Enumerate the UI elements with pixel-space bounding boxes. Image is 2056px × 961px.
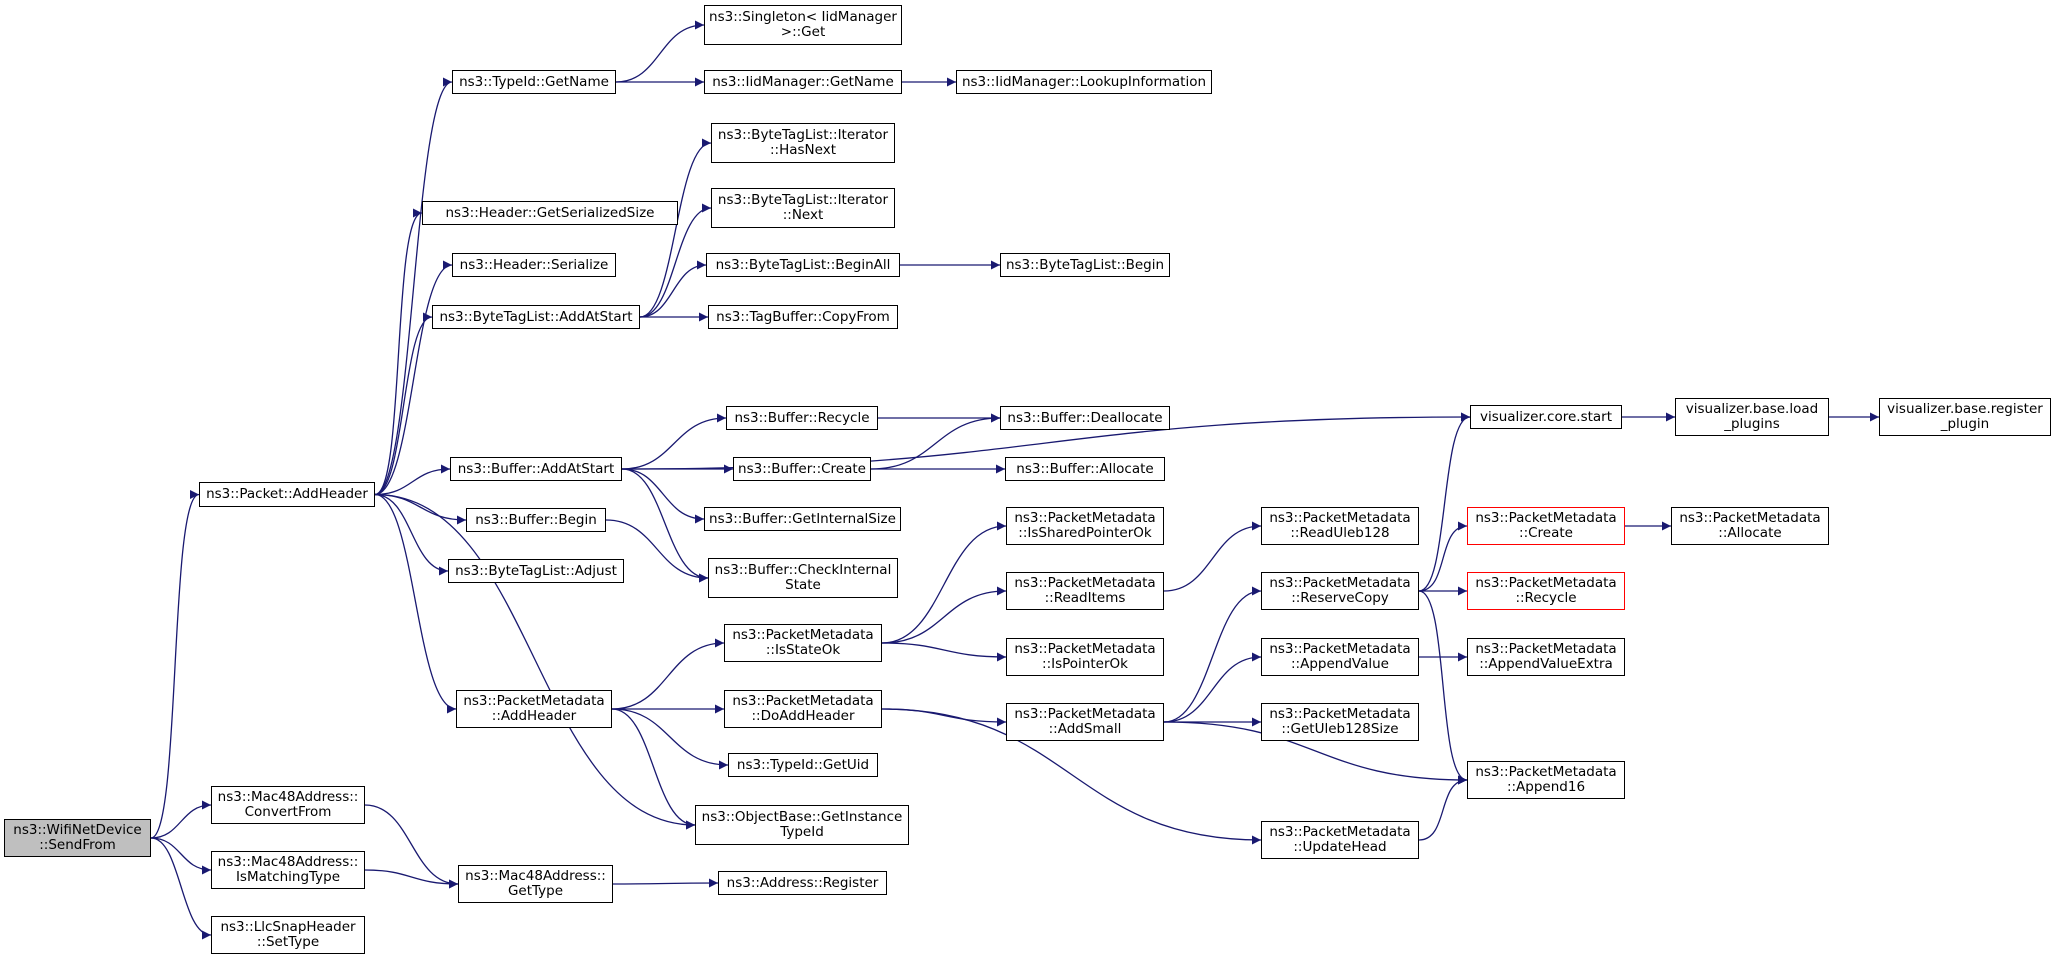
call-edge-pmisstateok-to-pmissharedok: [881, 521, 1007, 644]
call-edge-root-to-llcsettype: [150, 837, 212, 940]
call-edge-addheader-to-pmaddheader: [374, 493, 457, 714]
call-edge-pmdoaddheader-to-pmaddsmall: [881, 708, 1007, 727]
graph-node-vizstart[interactable]: visualizer.core.start: [1470, 405, 1622, 429]
call-edge-convertfrom-to-macgettype: [364, 804, 459, 889]
graph-node-btladjust[interactable]: ns3::ByteTagList::Adjust: [448, 559, 624, 583]
call-edge-addheader-to-bufaddatstart: [374, 464, 451, 496]
call-edge-pmdoaddheader-to-pmupdatehead: [881, 708, 1262, 845]
call-edge-macgettype-to-addrregister: [612, 878, 719, 888]
call-edge-pmupdatehead-to-pmappend16: [1418, 775, 1468, 841]
call-edge-addheader-to-btladjust: [374, 493, 449, 576]
graph-node-pmreservecopy[interactable]: ns3::PacketMetadata ::ReserveCopy: [1261, 572, 1419, 610]
graph-node-typeidgetname[interactable]: ns3::TypeId::GetName: [452, 70, 616, 94]
graph-node-bufdealloc[interactable]: ns3::Buffer::Deallocate: [1000, 406, 1170, 430]
graph-node-pmdoaddheader[interactable]: ns3::PacketMetadata ::DoAddHeader: [724, 690, 882, 728]
graph-node-bufbegin[interactable]: ns3::Buffer::Begin: [466, 508, 606, 532]
call-edge-pmisstateok-to-pmreaditems: [881, 586, 1007, 644]
call-edge-bufaddatstart-to-bufgetinternalsize: [621, 468, 705, 524]
call-edge-bufcreate-to-bufdealloc: [870, 413, 1001, 470]
graph-node-pmappend16[interactable]: ns3::PacketMetadata ::Append16: [1467, 761, 1625, 799]
call-edge-pmaddsmall-to-pmreservecopy: [1163, 586, 1262, 723]
graph-node-pmreaditems[interactable]: ns3::PacketMetadata ::ReadItems: [1006, 572, 1164, 610]
graph-node-pmisstateok[interactable]: ns3::PacketMetadata ::IsStateOk: [724, 624, 882, 662]
graph-node-pmupdatehead[interactable]: ns3::PacketMetadata ::UpdateHead: [1261, 821, 1419, 859]
graph-node-pmissharedok[interactable]: ns3::PacketMetadata ::IsSharedPointerOk: [1006, 507, 1164, 545]
graph-node-hdrsize[interactable]: ns3::Header::GetSerializedSize: [422, 201, 678, 225]
graph-node-iidlookup[interactable]: ns3::IidManager::LookupInformation: [956, 70, 1212, 94]
graph-node-macgettype[interactable]: ns3::Mac48Address:: GetType: [458, 865, 613, 903]
graph-node-addrregister[interactable]: ns3::Address::Register: [718, 871, 887, 895]
graph-node-pmallocate[interactable]: ns3::PacketMetadata ::Allocate: [1671, 507, 1829, 545]
call-edge-root-to-addheader: [150, 490, 200, 839]
graph-node-btlnext[interactable]: ns3::ByteTagList::Iterator ::Next: [711, 188, 895, 228]
call-edge-typeidgetname-to-singletonget: [615, 20, 705, 83]
call-edge-pmaddsmall-to-pmappend16: [1163, 721, 1468, 785]
graph-node-pmcreate[interactable]: ns3::PacketMetadata ::Create: [1467, 507, 1625, 545]
call-edge-btladdatstart-to-btlbeginall: [639, 260, 707, 318]
graph-node-vizload[interactable]: visualizer.base.load _plugins: [1675, 398, 1829, 436]
call-edge-bufaddatstart-to-bufrecycle: [621, 413, 727, 470]
graph-node-bufalloc[interactable]: ns3::Buffer::Allocate: [1005, 457, 1165, 481]
call-edge-bufbegin-to-bufcheckinternal: [605, 519, 709, 583]
call-edge-bufaddatstart-to-bufcheckinternal: [621, 468, 709, 583]
call-edge-root-to-convertfrom: [150, 800, 212, 839]
call-edge-btladdatstart-to-btlnext: [639, 203, 712, 318]
graph-node-typeidgetuid[interactable]: ns3::TypeId::GetUid: [728, 753, 878, 777]
graph-node-pmappendvalueextra[interactable]: ns3::PacketMetadata ::AppendValueExtra: [1467, 638, 1625, 676]
graph-node-pmaddheader[interactable]: ns3::PacketMetadata ::AddHeader: [456, 690, 612, 728]
graph-node-iidgetname[interactable]: ns3::IidManager::GetName: [704, 70, 902, 94]
graph-node-tbcopyfrom[interactable]: ns3::TagBuffer::CopyFrom: [708, 305, 898, 329]
call-edge-pmreservecopy-to-pmcreate: [1418, 521, 1468, 592]
graph-node-bufaddatstart[interactable]: ns3::Buffer::AddAtStart: [450, 457, 622, 481]
call-edges: [150, 20, 1879, 940]
graph-node-btladdatstart[interactable]: ns3::ByteTagList::AddAtStart: [432, 305, 640, 329]
call-edge-addheader-to-obgetinstance: [374, 493, 696, 830]
graph-node-bufcreate[interactable]: ns3::Buffer::Create: [733, 457, 871, 481]
graph-node-obgetinstance[interactable]: ns3::ObjectBase::GetInstance TypeId: [695, 805, 909, 845]
graph-node-btlhasnext[interactable]: ns3::ByteTagList::Iterator ::HasNext: [711, 123, 895, 163]
graph-node-bufgetinternalsize[interactable]: ns3::Buffer::GetInternalSize: [704, 507, 901, 531]
graph-node-bufcheckinternal[interactable]: ns3::Buffer::CheckInternal State: [708, 558, 898, 598]
graph-node-btlbegin[interactable]: ns3::ByteTagList::Begin: [1000, 253, 1170, 277]
call-edge-pmaddheader-to-typeidgetuid: [611, 708, 729, 770]
graph-node-convertfrom[interactable]: ns3::Mac48Address:: ConvertFrom: [211, 786, 365, 824]
call-edge-pmaddheader-to-pmisstateok: [611, 638, 725, 710]
call-edge-pmreservecopy-to-pmappend16: [1418, 590, 1468, 785]
graph-node-pmappendvalue[interactable]: ns3::PacketMetadata ::AppendValue: [1261, 638, 1419, 676]
graph-node-vizregister[interactable]: visualizer.base.register _plugin: [1879, 398, 2051, 436]
graph-node-ismatching[interactable]: ns3::Mac48Address:: IsMatchingType: [211, 851, 365, 889]
call-edge-pmaddsmall-to-pmappendvalue: [1163, 652, 1262, 723]
call-edge-addheader-to-btladdatstart: [374, 312, 433, 496]
call-edge-pmisstateok-to-pmispointerok: [881, 642, 1007, 662]
call-edge-addheader-to-typeidgetname: [374, 77, 453, 496]
call-edge-pmreaditems-to-pmreaduleb: [1163, 521, 1262, 592]
graph-node-pmispointerok[interactable]: ns3::PacketMetadata ::IsPointerOk: [1006, 638, 1164, 676]
graph-node-btlbeginall[interactable]: ns3::ByteTagList::BeginAll: [706, 253, 900, 277]
call-edge-pmaddheader-to-obgetinstance: [611, 708, 696, 830]
call-edge-ismatching-to-macgettype: [364, 869, 459, 889]
call-edge-pmreservecopy-to-vizstart: [1418, 412, 1471, 592]
graph-node-pmgetulebsize[interactable]: ns3::PacketMetadata ::GetUleb128Size: [1261, 703, 1419, 741]
graph-node-root: ns3::WifiNetDevice ::SendFrom: [4, 819, 151, 857]
call-edge-root-to-ismatching: [150, 837, 212, 875]
graph-node-addheader[interactable]: ns3::Packet::AddHeader: [199, 482, 375, 507]
graph-node-singletonget[interactable]: ns3::Singleton< IidManager >::Get: [704, 5, 902, 45]
call-edge-addheader-to-hdrsize: [374, 208, 423, 496]
graph-node-llcsettype[interactable]: ns3::LlcSnapHeader ::SetType: [211, 916, 365, 954]
graph-node-pmaddsmall[interactable]: ns3::PacketMetadata ::AddSmall: [1006, 703, 1164, 741]
graph-node-bufrecycle[interactable]: ns3::Buffer::Recycle: [726, 406, 878, 430]
graph-node-hdrser[interactable]: ns3::Header::Serialize: [452, 253, 616, 277]
call-edge-btladdatstart-to-btlhasnext: [639, 138, 712, 318]
graph-node-pmrecycle[interactable]: ns3::PacketMetadata ::Recycle: [1467, 572, 1625, 610]
call-edge-addheader-to-hdrser: [374, 260, 453, 496]
graph-node-pmreaduleb[interactable]: ns3::PacketMetadata ::ReadUleb128: [1261, 507, 1419, 545]
